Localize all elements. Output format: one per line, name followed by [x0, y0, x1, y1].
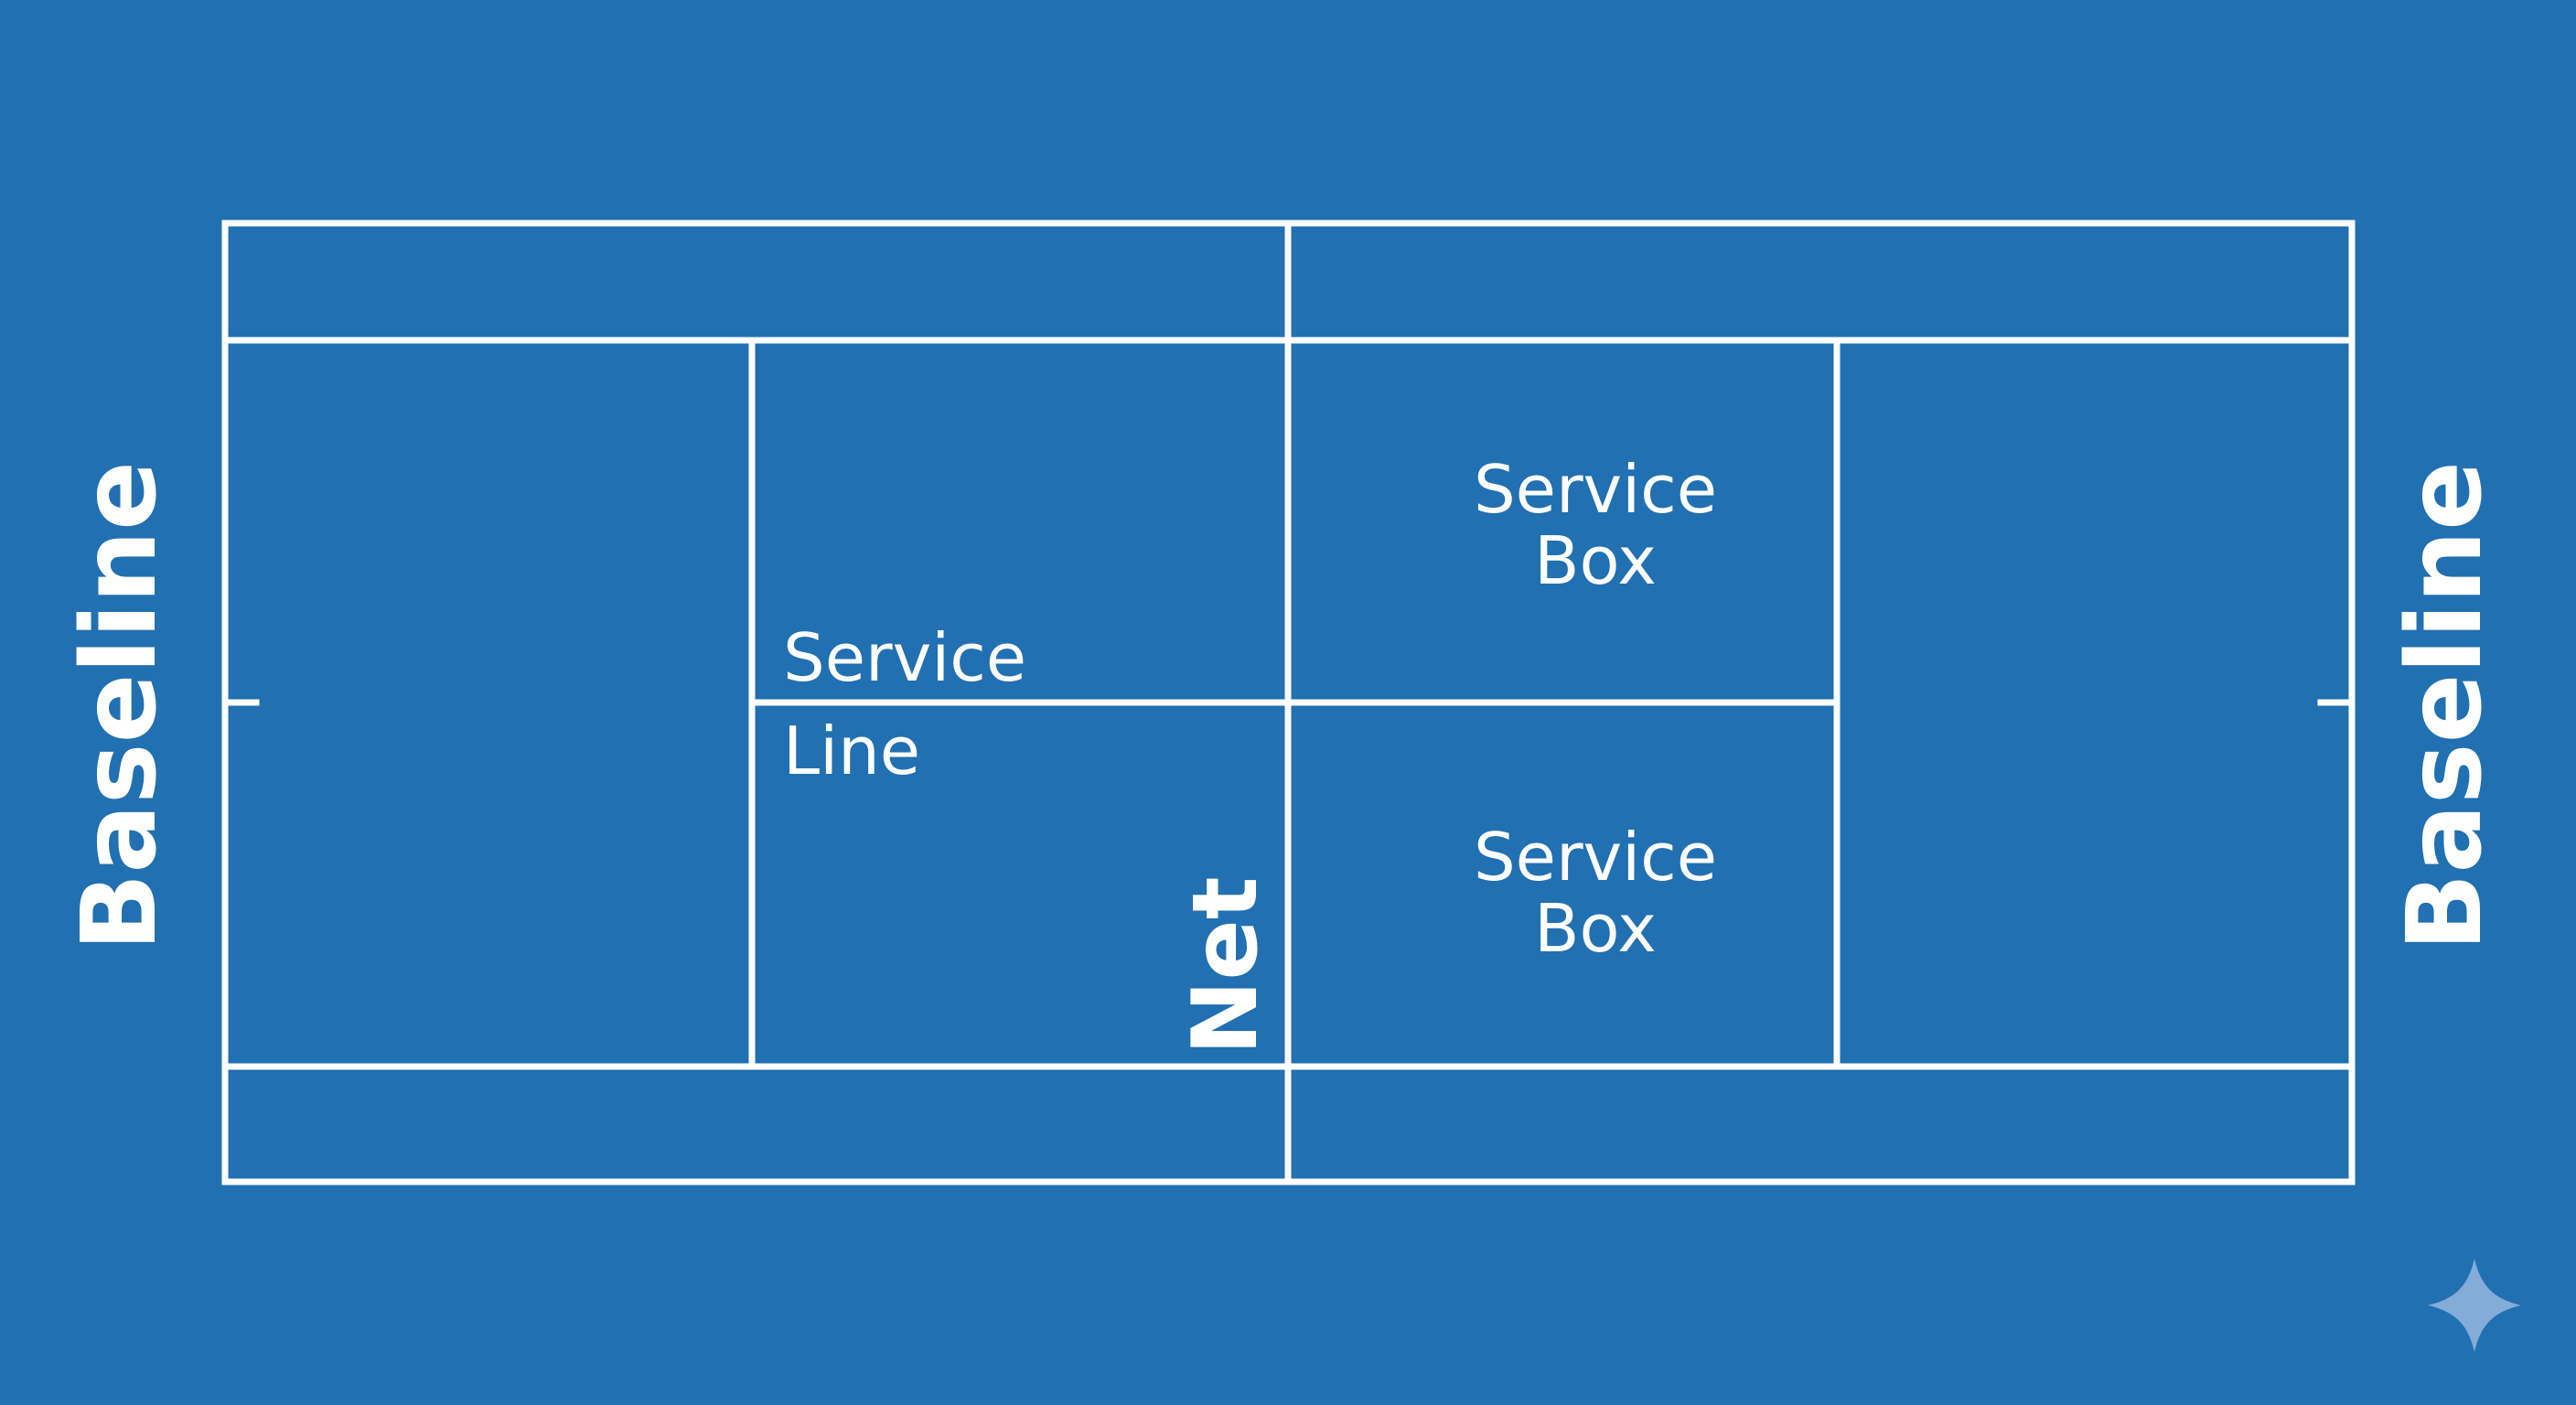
- baseline-label-right: Baseline: [2386, 461, 2505, 951]
- service-box-label-bottom-2: Box: [1534, 890, 1657, 967]
- service-box-label-top-2: Box: [1534, 522, 1657, 599]
- service-box-label-top-1: Service: [1474, 451, 1717, 528]
- net-label: Net: [1174, 876, 1278, 1055]
- sparkle-icon: [2428, 1259, 2521, 1352]
- service-box-label-bottom-1: Service: [1474, 819, 1717, 896]
- service-line-label-bottom: Line: [783, 713, 920, 789]
- baseline-label-left: Baseline: [60, 461, 179, 951]
- service-line-label-top: Service: [783, 619, 1026, 696]
